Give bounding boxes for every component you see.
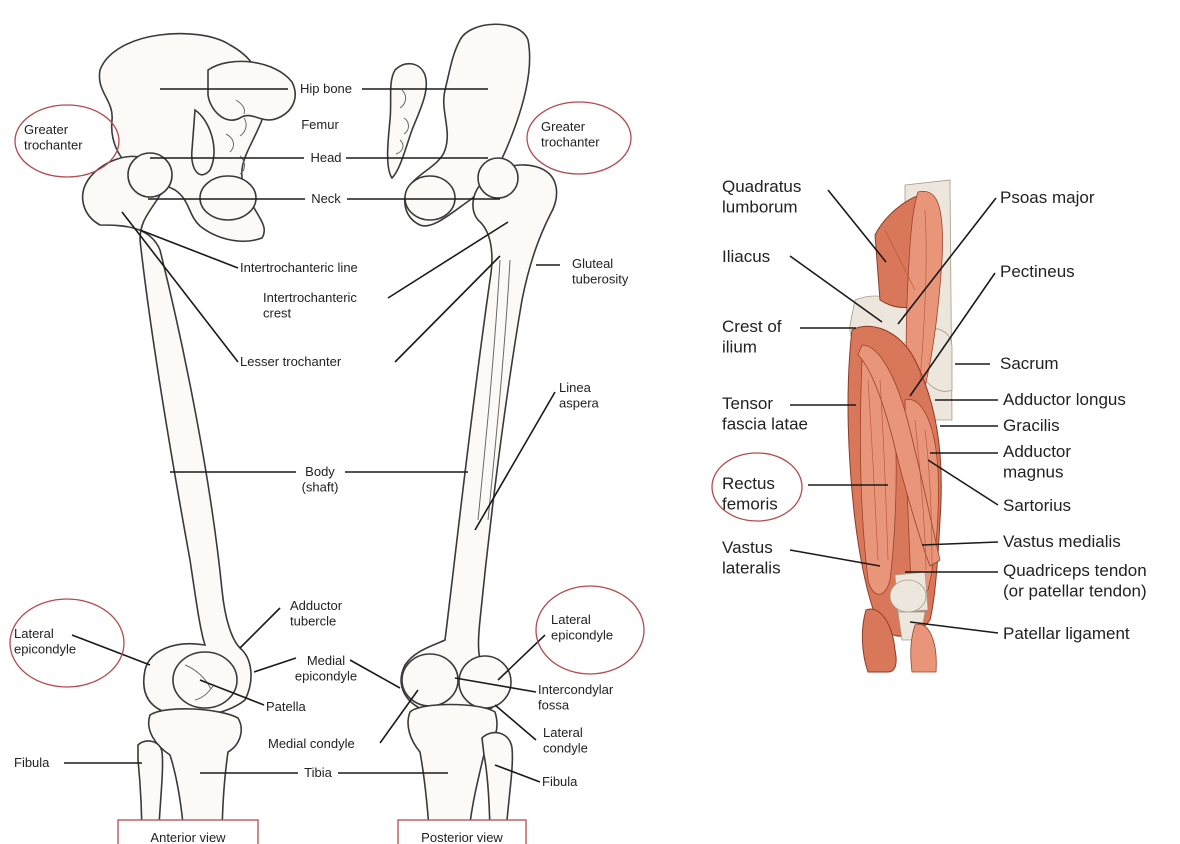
- label-sacrum: Sacrum: [1000, 354, 1059, 373]
- posterior-view-box: Posterior view: [398, 820, 526, 844]
- label-gracilis: Gracilis: [1003, 416, 1060, 435]
- anterior-view-box: Anterior view: [118, 820, 258, 844]
- label-neck: Neck: [311, 191, 341, 206]
- label-fibula-right: Fibula: [542, 774, 578, 789]
- label-head: Head: [310, 150, 341, 165]
- label-body-shaft: Body(shaft): [302, 464, 339, 495]
- label-intertrochanteric-line: Intertrochanteric line: [240, 260, 358, 275]
- label-vastus-medialis: Vastus medialis: [1003, 532, 1121, 551]
- posterior-femur: [401, 158, 556, 717]
- label-tibia: Tibia: [304, 765, 332, 780]
- femur-bones-figure: Anterior view Posterior view Hip bone Fe…: [10, 24, 644, 844]
- label-femur: Femur: [301, 117, 339, 132]
- label-patella: Patella: [266, 699, 307, 714]
- label-hip-bone: Hip bone: [300, 81, 352, 96]
- posterior-view-label: Posterior view: [421, 830, 503, 844]
- label-quadriceps-tendon: Quadriceps tendon(or patellar tendon): [1003, 561, 1147, 600]
- label-fibula-left: Fibula: [14, 755, 50, 770]
- label-pectineus: Pectineus: [1000, 262, 1075, 281]
- anterior-view-label: Anterior view: [150, 830, 226, 844]
- label-lesser-trochanter: Lesser trochanter: [240, 354, 342, 369]
- label-iliacus: Iliacus: [722, 247, 770, 266]
- muscle-illustration: [848, 180, 952, 672]
- label-adductor-longus: Adductor longus: [1003, 390, 1126, 409]
- label-patellar-ligament: Patellar ligament: [1003, 624, 1130, 643]
- label-medial-condyle: Medial condyle: [268, 736, 355, 751]
- label-psoas-major: Psoas major: [1000, 188, 1095, 207]
- label-sartorius: Sartorius: [1003, 496, 1071, 515]
